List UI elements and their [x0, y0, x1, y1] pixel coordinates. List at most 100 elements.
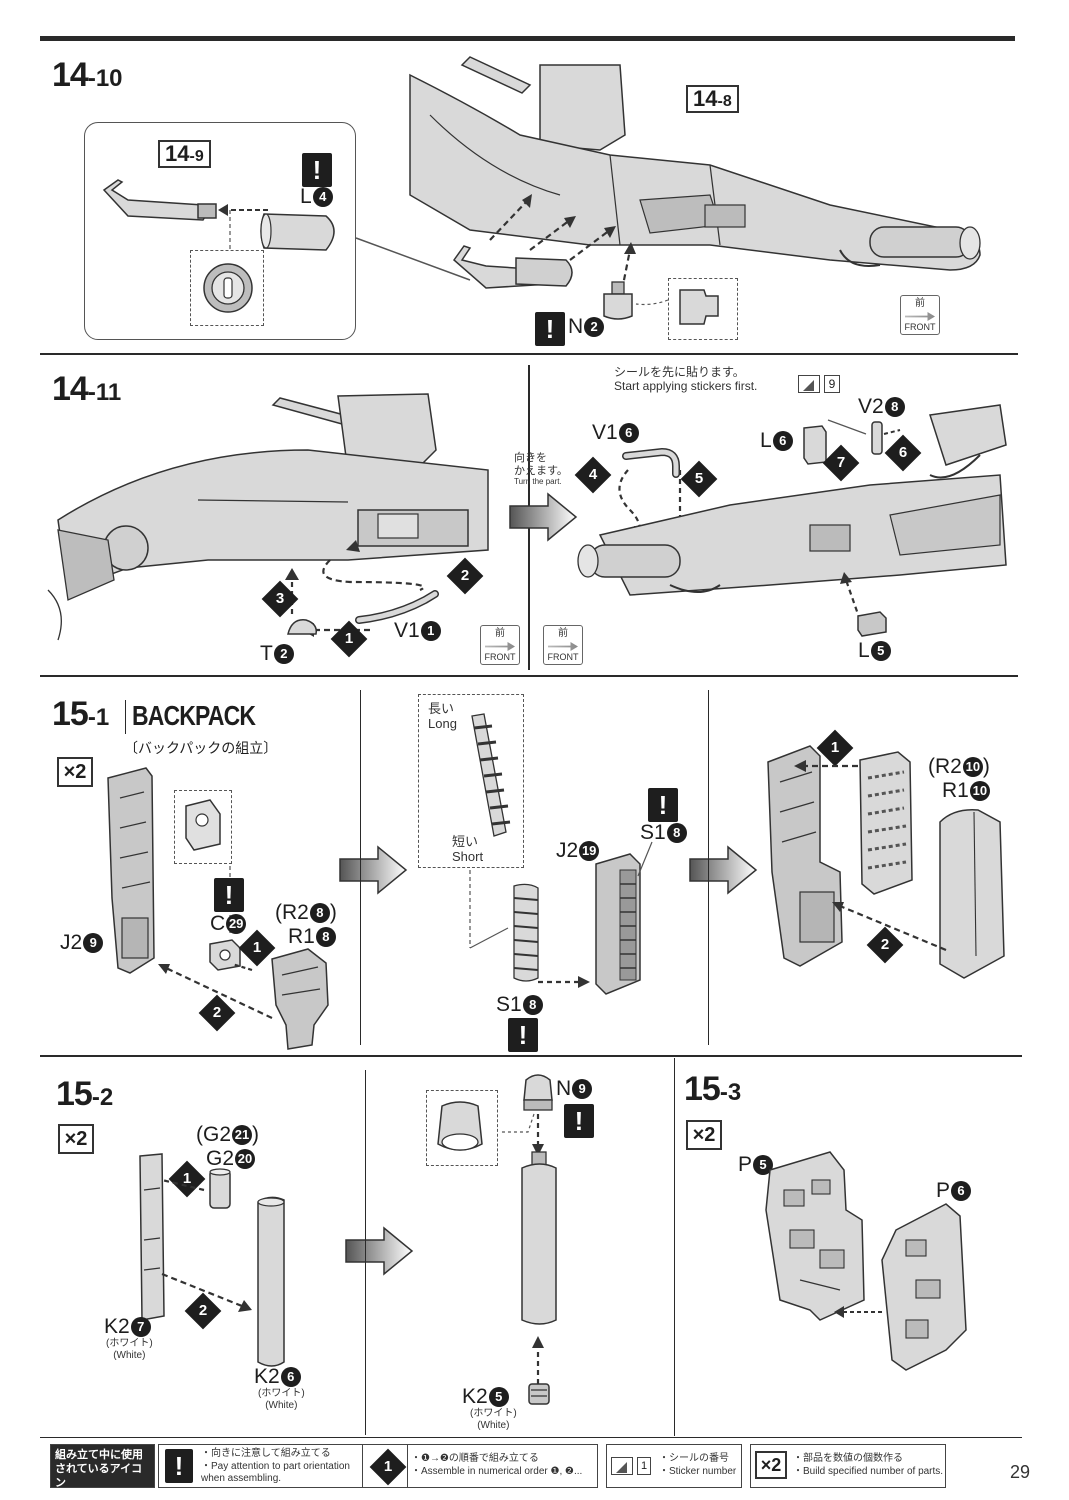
divider: [40, 1437, 1022, 1438]
legend-order: 1 ・❶→❷の順番で組み立てる・Assemble in numerical or…: [362, 1444, 598, 1488]
divider: [40, 675, 1018, 677]
part-K2-5: [528, 1383, 550, 1405]
part-C: [209, 939, 241, 971]
legend-multiply: ×2 ・部品を数値の個数作る・Build specified number of…: [750, 1444, 946, 1488]
backpack-frame-J2: [107, 767, 155, 974]
sticker-icon: [611, 1457, 633, 1475]
detail-N9: [426, 1090, 498, 1166]
big-arrow: [345, 1226, 414, 1276]
part-K2-6-assembled: [521, 1151, 557, 1325]
quantity-x2: ×2: [58, 1124, 94, 1154]
part-K2-7: [139, 1153, 165, 1321]
warning-icon: !: [564, 1104, 594, 1138]
part-K2-6: [257, 1196, 285, 1367]
rod-part-14-9: [102, 179, 217, 221]
part-L5: [857, 611, 887, 637]
ref-14-8: 14-8: [686, 85, 739, 113]
sticker-icon: [798, 375, 820, 393]
warning-icon: !: [302, 153, 332, 187]
divider-vertical: [708, 690, 709, 1045]
rod-part-V1-6: [622, 447, 680, 478]
arrow-1: [794, 760, 858, 772]
ref-14-9: 14-9: [158, 140, 211, 168]
part-P6: [881, 1203, 967, 1371]
backpack-frame-J2-19: [595, 853, 641, 995]
backpack-frame-assembled: [767, 745, 843, 967]
step-15-3-title: 15-3: [684, 1070, 742, 1108]
end-view-icon: [203, 263, 253, 313]
arrow-1: [161, 1178, 205, 1192]
quantity-x2-icon: ×2: [755, 1451, 787, 1479]
white-label: (ホワイト)(White): [106, 1338, 153, 1361]
sticker-long-short: [471, 713, 511, 837]
quantity-x2: ×2: [57, 757, 93, 787]
legend-sticker: 1 ・シールの番号・Sticker number: [606, 1444, 742, 1488]
backpack-title: BACKPACK: [132, 700, 256, 731]
part-R1-cover: [939, 809, 1005, 979]
detail-C-part: [174, 790, 232, 864]
sticker-number: 9: [824, 375, 840, 393]
detail-pointer-long-short: [469, 870, 509, 949]
arrow-2: [832, 902, 947, 952]
big-arrow: [689, 845, 758, 895]
page-number: 29: [1010, 1462, 1031, 1482]
divider: [40, 353, 1018, 355]
part-T2: [287, 619, 318, 635]
arrow-2: [161, 1272, 252, 1312]
step-number-icon: 1: [369, 1448, 407, 1486]
arrow-end-view: [229, 210, 231, 250]
assembly-arrows-15-1: [158, 962, 273, 1019]
backpack-subtitle: 〔バックパックの組立〕: [124, 740, 278, 756]
warning-icon: !: [165, 1449, 193, 1483]
legend-orientation: ! ・向きに注意して組み立てる・Pay attention to part or…: [158, 1444, 408, 1488]
cylinder-part-L4: [260, 213, 335, 251]
peg-detail-icon: [679, 289, 719, 325]
arrow-K2-5: [532, 1336, 544, 1384]
big-arrow: [339, 845, 408, 895]
big-arrow: [509, 492, 578, 542]
detail-N9-icon: [437, 1101, 483, 1151]
quantity-x2: ×2: [686, 1120, 722, 1150]
peg-part-N2: [603, 281, 633, 320]
step-15-1-title: 15-1: [52, 695, 110, 733]
warning-icon: !: [648, 788, 678, 822]
turn-part-note: 向きをかえます。Turn the part.: [514, 452, 568, 487]
warning-icon: !: [535, 312, 565, 346]
part-R1: [271, 948, 329, 1050]
arrow-N9: [532, 1114, 544, 1156]
warning-icon: !: [508, 1018, 538, 1052]
part-G2: [209, 1168, 231, 1209]
part-R2-sticker-block: [859, 751, 913, 895]
white-label: (ホワイト)(White): [258, 1388, 305, 1411]
top-rule: [40, 36, 1015, 41]
arm-assembly-14-10: [409, 56, 981, 271]
arm-assembly-14-11-left: [47, 393, 489, 641]
arrow-L5: [840, 572, 862, 621]
detail-end-view: [190, 250, 264, 326]
rod-cylinder-14-10: [452, 245, 573, 289]
detail-pointer-N9: [500, 1113, 535, 1133]
step-14-11-title: 14-11: [52, 370, 122, 408]
